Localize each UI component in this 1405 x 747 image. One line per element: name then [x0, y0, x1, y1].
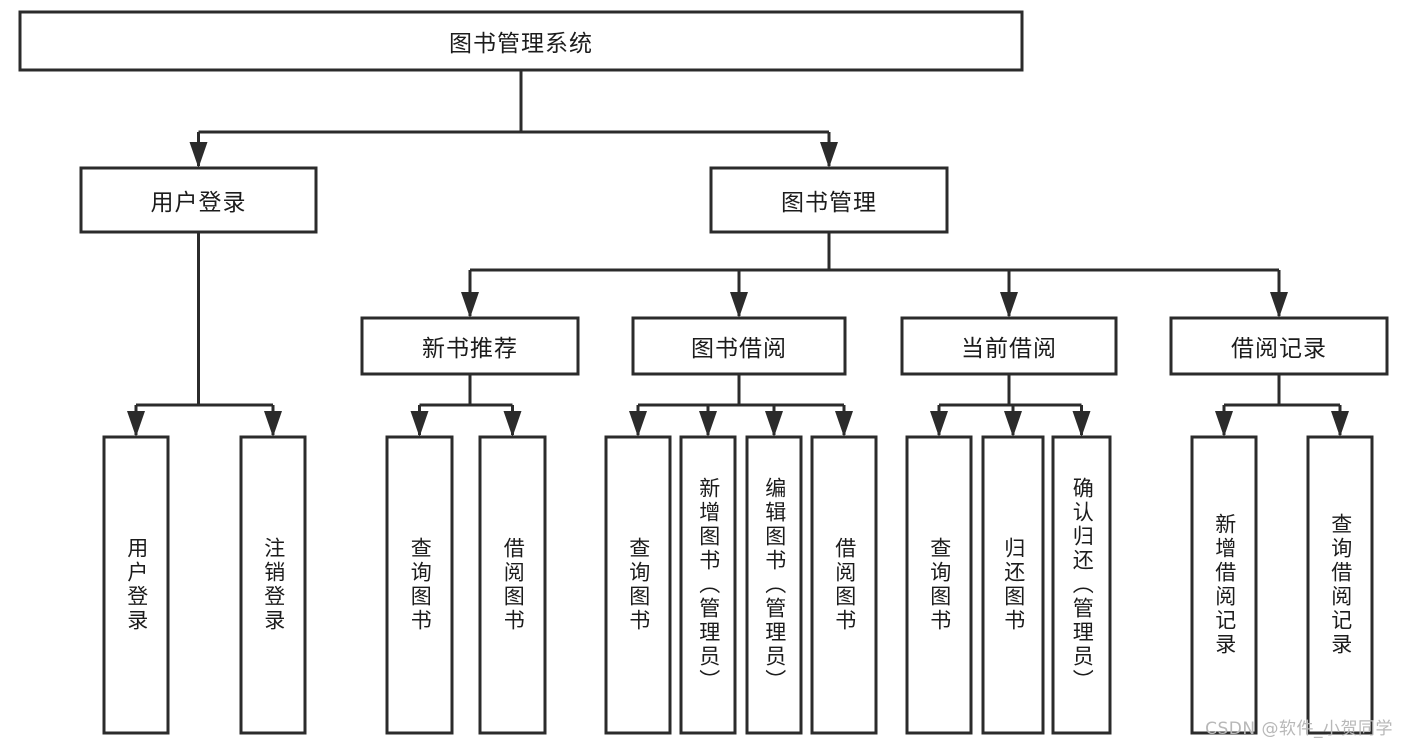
arrow-head-icon [503, 411, 522, 437]
arrow-head-icon [1270, 292, 1288, 318]
arrow-head-icon [1000, 292, 1018, 318]
node-box-leaf-return-book [981, 435, 1045, 735]
arrow-head-icon [1215, 411, 1233, 437]
node-box-book-borrow [631, 316, 847, 376]
node-box-leaf-q-record [1306, 435, 1374, 735]
node-box-leaf-add-book [679, 435, 737, 735]
node-box-leaf-q-book-3 [905, 435, 973, 735]
edges-layer [127, 70, 1349, 437]
arrow-head-icon [264, 411, 282, 437]
node-box-leaf-q-book-2 [604, 435, 672, 735]
arrow-head-icon [629, 411, 647, 437]
node-box-leaf-add-record [1190, 435, 1258, 735]
node-box-book-management [709, 166, 949, 234]
node-box-root [18, 10, 1024, 72]
arrow-head-icon [189, 142, 208, 168]
csdn-watermark: CSDN @软件_小贺同学 [1205, 719, 1393, 739]
arrow-head-icon [730, 292, 748, 318]
arrow-head-icon [835, 411, 853, 437]
arrow-head-icon [820, 142, 838, 168]
node-box-leaf-user-login [102, 435, 170, 735]
arrow-head-icon [930, 411, 948, 437]
arrow-head-icon [1072, 411, 1091, 437]
arrow-head-icon [127, 411, 145, 437]
boxes-layer [18, 10, 1389, 735]
node-box-leaf-borrow-book-1 [478, 435, 547, 735]
arrow-head-icon [410, 411, 429, 437]
node-box-leaf-borrow-book-2 [810, 435, 878, 735]
node-box-leaf-confirm-ret [1051, 435, 1112, 735]
node-box-user-login [79, 166, 318, 234]
arrow-head-icon [1004, 411, 1022, 437]
node-box-leaf-edit-book [745, 435, 803, 735]
node-box-borrow-record [1169, 316, 1389, 376]
node-box-new-book-recommend [360, 316, 580, 376]
arrow-head-icon [699, 411, 717, 437]
node-box-current-borrow [900, 316, 1118, 376]
arrow-head-icon [765, 411, 783, 437]
arrow-head-icon [1331, 411, 1349, 437]
node-box-leaf-q-book-1 [385, 435, 454, 735]
node-box-leaf-user-logout [239, 435, 307, 735]
arrow-head-icon [461, 292, 479, 318]
